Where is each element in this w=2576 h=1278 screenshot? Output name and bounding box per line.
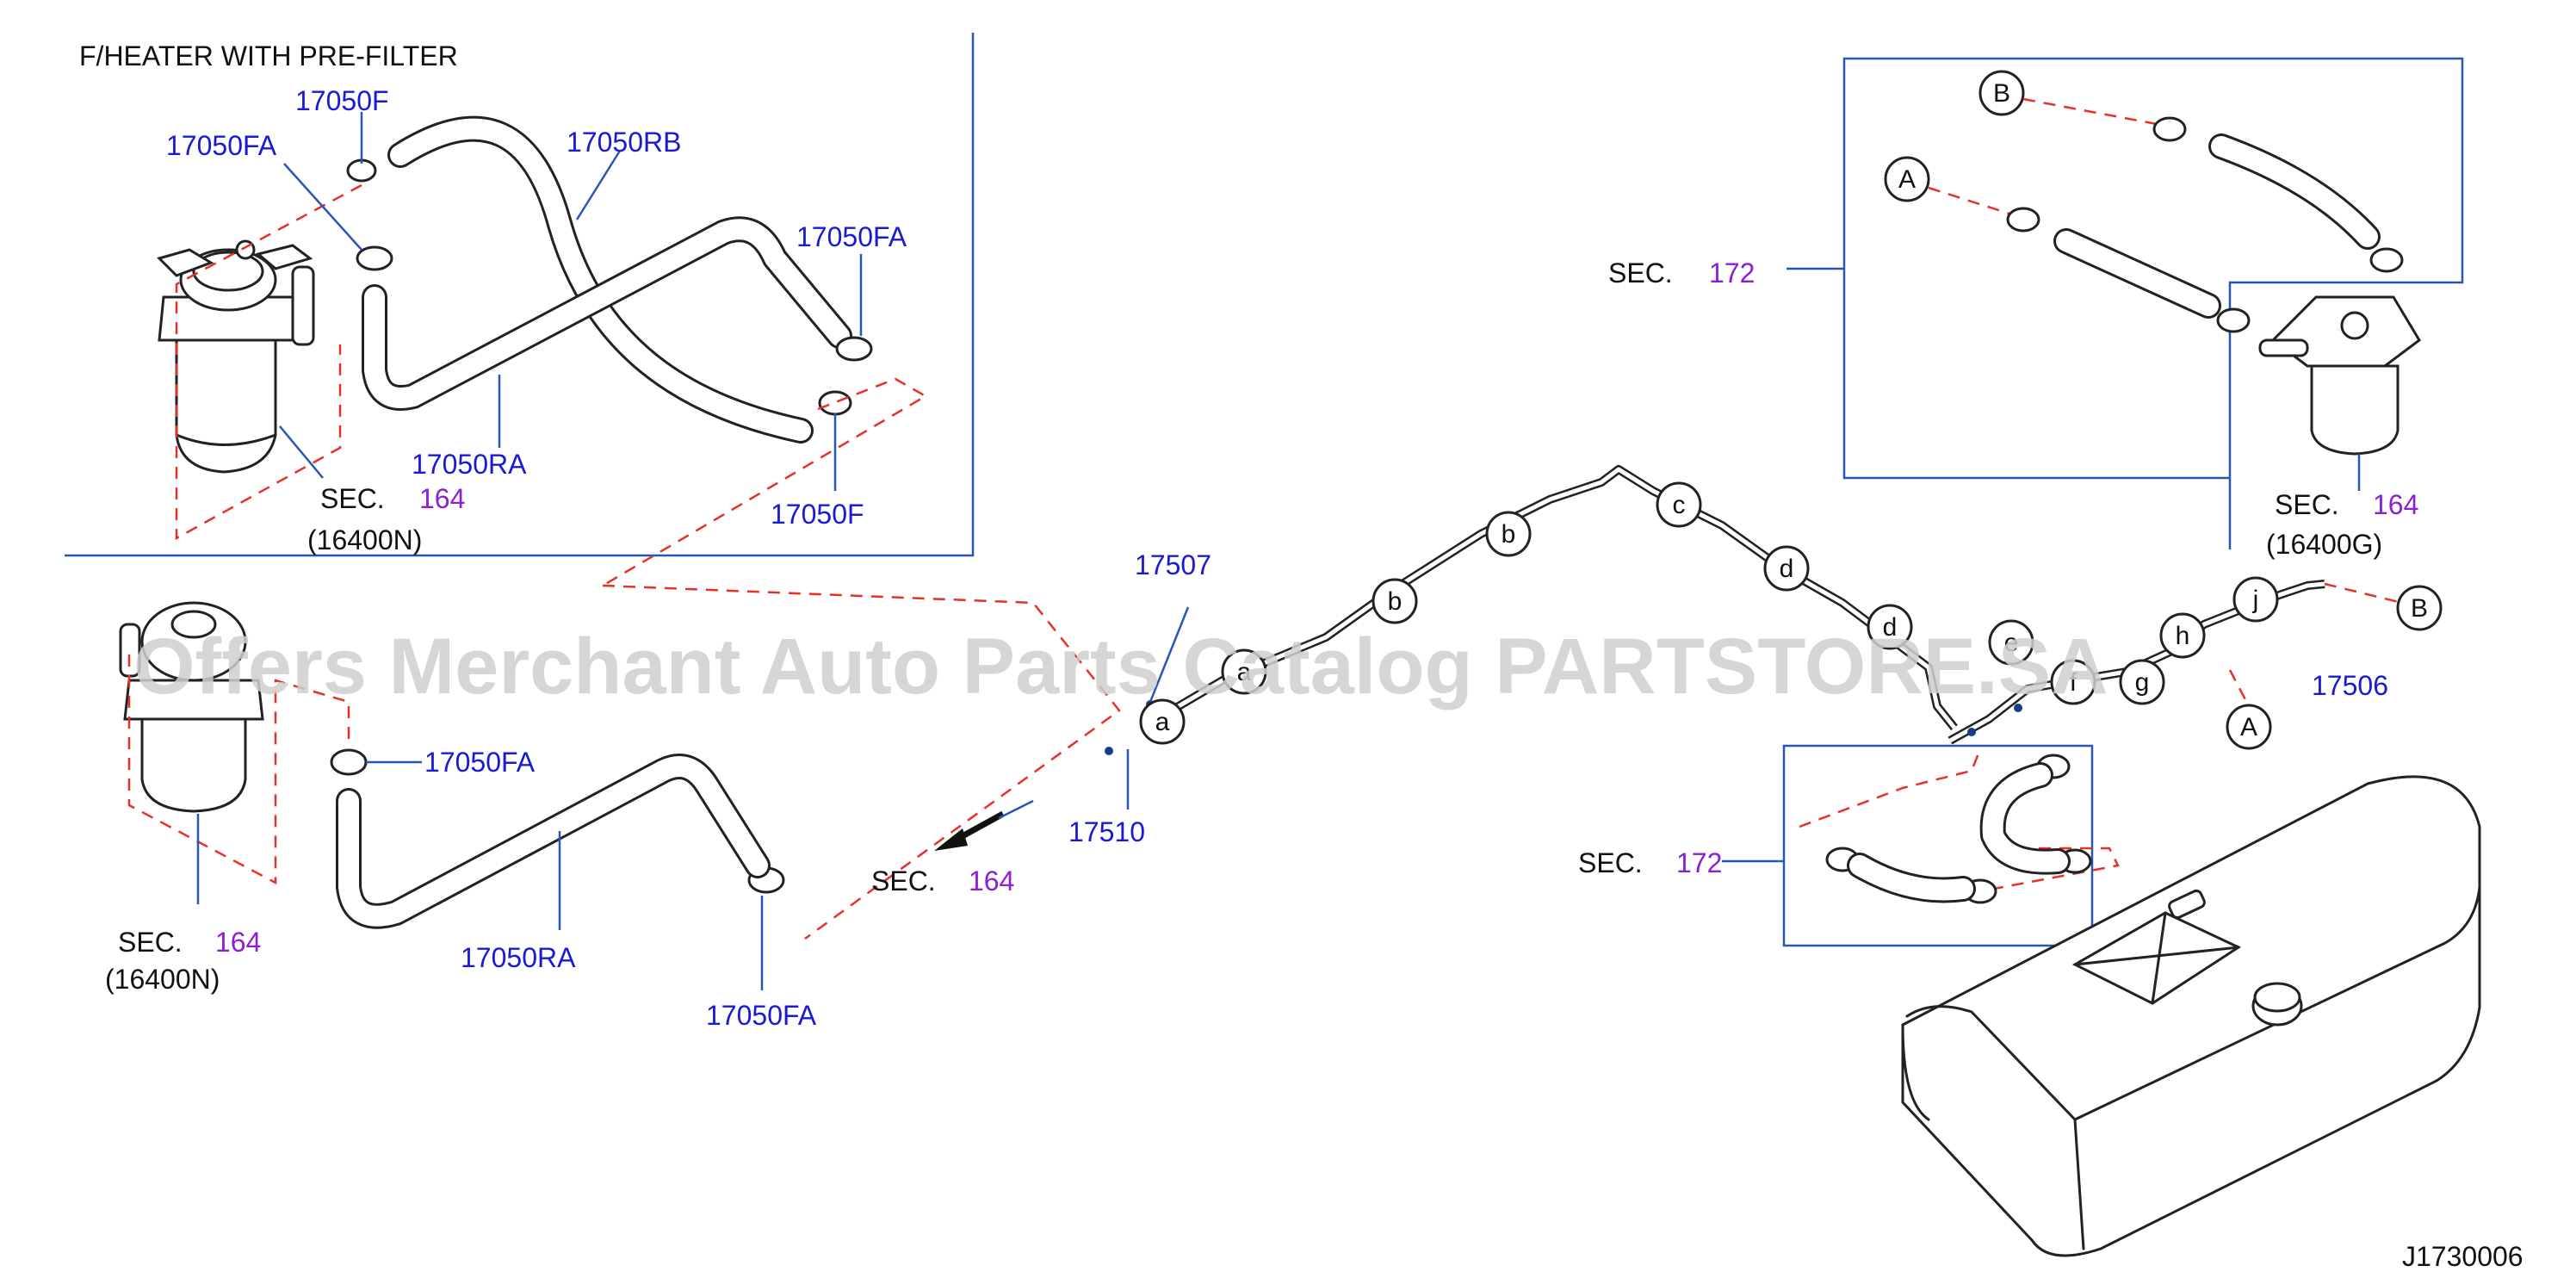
callout-b-1: b [1372,578,1418,624]
sec-prefix-164-right: SEC. [2275,489,2339,520]
svg-text:B: B [2411,594,2428,623]
svg-text:e: e [2004,629,2019,657]
callout-a-2: a [1221,648,1267,695]
callout-b-2: b [1485,511,1532,557]
part-label-17050F-bottom: 17050F [771,499,864,530]
diagram-title: F/HEATER WITH PRE-FILTER [79,40,458,71]
arrow-icon [934,810,1005,851]
callout-d-2: d [1867,604,1913,650]
sec-number-164-top: 164 [419,483,465,514]
code-16400N-bottom: (16400N) [105,964,220,995]
part-label-17050RA-bottom: 17050RA [461,942,576,973]
sec-number-164-right: 164 [2373,489,2418,520]
sec-number-172-tank: 172 [1676,847,1722,878]
lower-left-filter-group: 17050FA 17050RA 17050FA SEC. 164 (16400N… [105,601,817,1031]
sec-prefix-172-top: SEC. [1608,257,1673,288]
fuel-filter-16400N-bottom [119,601,264,813]
sec-prefix-164-center: SEC. [871,865,936,896]
watermark-text: Offers Merchant Auto Parts Catalog PARTS… [133,623,2108,710]
svg-text:c: c [1673,491,1686,519]
svg-text:a: a [1155,708,1170,736]
part-label-17506: 17506 [2312,670,2388,701]
callout-A-right: A [2226,704,2272,750]
part-label-17050FA-top-left: 17050FA [166,130,277,161]
part-label-17050RA-top: 17050RA [412,449,527,480]
svg-text:A: A [2240,713,2257,741]
sec-prefix-164-bottom-left: SEC. [118,927,183,958]
part-label-17507: 17507 [1135,549,1211,580]
callout-c: c [1656,481,1702,528]
part-label-17050FA-mid: 17050FA [424,747,536,778]
fuel-filter-16400G [2258,295,2421,456]
svg-text:g: g [2135,668,2150,697]
part-label-17050FA-top-right: 17050FA [796,221,907,252]
callout-f: f [2050,659,2096,705]
sec-number-172-top: 172 [1709,257,1755,288]
inset-frames [65,33,2464,947]
diagram-id: J1730006 [2402,1241,2523,1272]
svg-text:d: d [1883,613,1898,642]
svg-text:f: f [2070,668,2078,697]
callout-j: j [2232,576,2279,623]
svg-text:j: j [2252,586,2259,614]
sec-prefix-172-tank: SEC. [1578,847,1643,878]
part-label-17510: 17510 [1068,816,1145,847]
callout-e: e [1988,619,2034,666]
svg-text:A: A [1898,165,1916,194]
callout-g: g [2119,659,2165,705]
code-16400G: (16400G) [2266,529,2382,560]
part-label-17050RB: 17050RB [567,127,681,158]
inset-frame-top-right [1842,57,2464,549]
svg-text:a: a [1237,658,1252,686]
callout-B-right: B [2396,585,2443,631]
callout-markers: a a b b c d d e f g h j B A B A [1139,70,2443,750]
callout-d-1: d [1763,545,1810,592]
sec-number-164-bottom-left: 164 [215,927,261,958]
fuel-tank [1901,775,2481,1257]
svg-text:h: h [2176,622,2190,650]
sec-prefix-164-top: SEC. [320,483,385,514]
part-label-17050FA-bottom: 17050FA [706,1000,817,1031]
inset-sec-172-tank: SEC. 172 [1578,748,2120,904]
callout-A-inset: A [1884,156,1930,202]
inset-f-heater: F/HEATER WITH PRE-FILTER 17050F 17050FA … [79,40,928,587]
part-label-17050F-top: 17050F [295,85,389,116]
svg-text:B: B [1993,79,2010,108]
callout-a-1: a [1139,698,1186,745]
inset-sec-172-top: SEC. 172 SEC. 164 (16400G) [1608,97,2421,560]
svg-text:d: d [1780,555,1794,583]
sec-number-164-center: 164 [969,865,1014,896]
fuel-filter-16400N-top [157,239,315,474]
svg-text:b: b [1388,587,1403,616]
code-16400N-top: (16400N) [307,524,422,555]
callout-h: h [2159,612,2206,659]
svg-text:b: b [1502,520,1516,549]
callout-B-inset: B [1978,70,2025,116]
inset-frame-top-left [65,33,975,557]
inset-frame-tank-fittings [1782,744,2094,947]
